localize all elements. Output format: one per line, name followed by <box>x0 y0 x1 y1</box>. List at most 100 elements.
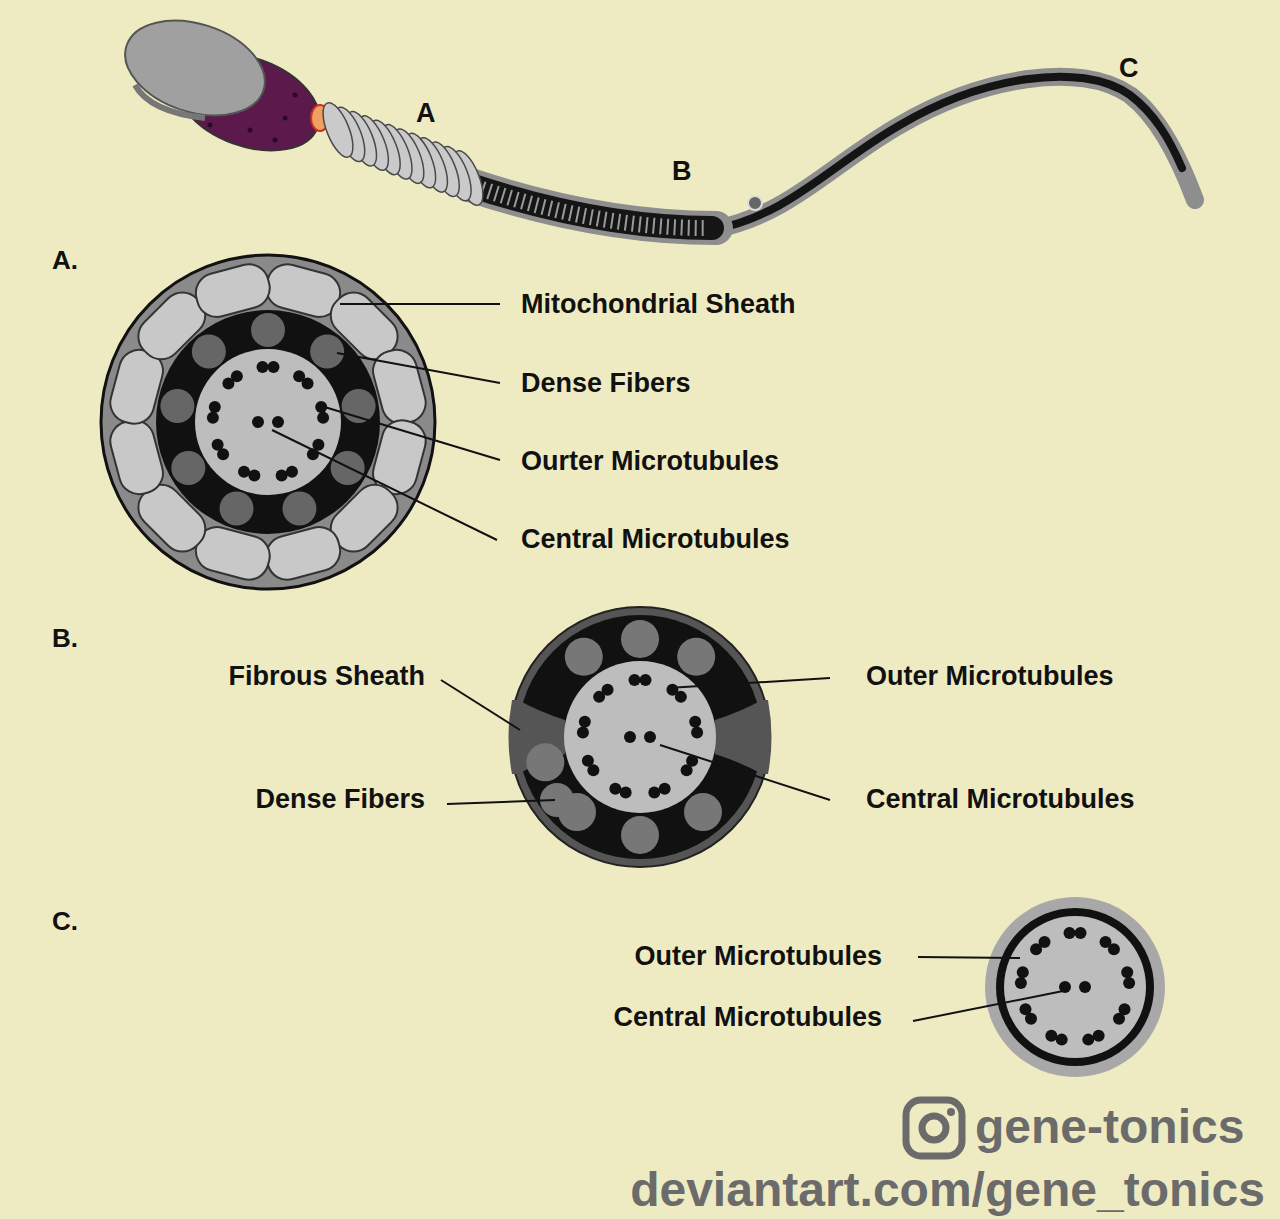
central-microtubule <box>272 416 284 428</box>
midpiece <box>317 99 489 209</box>
central-microtubule <box>644 731 656 743</box>
outer-microtubule <box>1039 936 1051 948</box>
outer-microtubule <box>1056 1034 1068 1046</box>
outer-microtubule <box>1075 927 1087 939</box>
principal-piece <box>470 185 716 228</box>
dense-fiber <box>160 389 194 423</box>
dense-fiber <box>621 620 659 658</box>
acrosome <box>113 4 277 132</box>
section-label: B. <box>52 624 78 653</box>
outer-microtubule <box>640 674 652 686</box>
dense-fiber <box>310 335 344 369</box>
watermark: gene-tonics <box>975 1101 1244 1154</box>
section-label: C. <box>52 907 78 936</box>
axoneme <box>564 661 716 813</box>
end-piece <box>712 77 1195 230</box>
outer-microtubule <box>602 684 614 696</box>
principal-piece-core <box>470 185 712 228</box>
part-label: Outer Microtubules <box>866 662 1114 692</box>
dense-fiber <box>282 491 316 525</box>
part-label: Fibrous Sheath <box>228 662 425 692</box>
mitochondrion-ring <box>317 99 359 161</box>
part-label: Central Microtubules <box>521 525 790 555</box>
outer-microtubule <box>689 716 701 728</box>
dense-fiber <box>192 335 226 369</box>
outer-microtubule <box>1015 977 1027 989</box>
outer-microtubule <box>207 412 219 424</box>
dense-fiber <box>251 313 285 347</box>
dense-fiber <box>526 743 564 781</box>
fiber-layer <box>156 310 380 534</box>
outer-microtubule <box>248 470 260 482</box>
section-marker <box>748 196 762 210</box>
outer-microtubule <box>231 370 243 382</box>
dense-fiber <box>220 491 254 525</box>
outer-microtubule <box>609 783 621 795</box>
instagram-icon <box>906 1100 962 1156</box>
outer-microtubule <box>212 439 224 451</box>
outer-microtubule <box>302 377 314 389</box>
outer-microtubule <box>1108 943 1120 955</box>
outer-microtubule <box>238 466 250 478</box>
outer-microtubule <box>1064 927 1076 939</box>
end-piece-core <box>712 77 1182 230</box>
dense-fiber <box>621 816 659 854</box>
central-microtubule <box>1079 981 1091 993</box>
part-label: Dense Fibers <box>521 369 691 399</box>
part-label: Outer Microtubules <box>634 942 882 972</box>
part-label: Central Microtubules <box>613 1003 882 1033</box>
outer-microtubule <box>675 691 687 703</box>
callout-letter: B <box>672 157 692 187</box>
outer-microtubule <box>1019 1003 1031 1015</box>
outer-microtubule <box>257 361 269 373</box>
outer-microtubule <box>1113 1013 1125 1025</box>
outer-microtubule <box>268 361 280 373</box>
fibrous-sheath-column <box>715 700 772 774</box>
dense-fiber <box>677 638 715 676</box>
outer-microtubule <box>629 674 641 686</box>
outer-microtubule <box>209 401 221 413</box>
part-label: Mitochondrial Sheath <box>521 290 796 320</box>
outer-microtubule <box>1121 966 1133 978</box>
outer-microtubule <box>317 412 329 424</box>
cross-section-c <box>985 897 1165 1077</box>
outer-microtubule <box>577 727 589 739</box>
instagram-dot <box>947 1108 955 1116</box>
outer-microtubule <box>659 783 671 795</box>
callout-letter: A <box>416 99 436 129</box>
outer-membrane <box>985 897 1165 1077</box>
central-microtubule <box>252 416 264 428</box>
axoneme <box>195 349 341 495</box>
axoneme <box>1004 916 1146 1058</box>
section-label: A. <box>52 246 78 275</box>
part-label: Dense Fibers <box>255 785 425 815</box>
cross-section-a <box>101 255 435 589</box>
dense-fiber <box>565 638 603 676</box>
outer-microtubule <box>1045 1030 1057 1042</box>
outer-microtubule <box>276 470 288 482</box>
cross-section-b <box>509 607 772 867</box>
outer-microtubule <box>286 466 298 478</box>
part-label: Ourter Microtubules <box>521 447 779 477</box>
callout-letter: C <box>1119 54 1139 84</box>
sheath-ring <box>996 908 1154 1066</box>
central-microtubule <box>624 731 636 743</box>
outer-microtubule <box>579 716 591 728</box>
outer-microtubule <box>1017 966 1029 978</box>
outer-membrane <box>101 255 435 589</box>
acrosome-edge <box>135 85 205 118</box>
outer-microtubule <box>691 727 703 739</box>
outer-microtubule <box>1082 1034 1094 1046</box>
outer-microtubule <box>582 755 594 767</box>
outer-microtubule <box>648 786 660 798</box>
dense-fiber <box>684 793 722 831</box>
part-label: Central Microtubules <box>866 785 1135 815</box>
fibrous-ribs <box>482 189 705 228</box>
outer-microtubule <box>681 764 693 776</box>
watermark: deviantart.com/gene_tonics <box>630 1164 1265 1217</box>
outer-microtubule <box>620 786 632 798</box>
outer-microtubule <box>1093 1030 1105 1042</box>
dense-fiber <box>171 451 205 485</box>
outer-microtubule <box>1123 977 1135 989</box>
